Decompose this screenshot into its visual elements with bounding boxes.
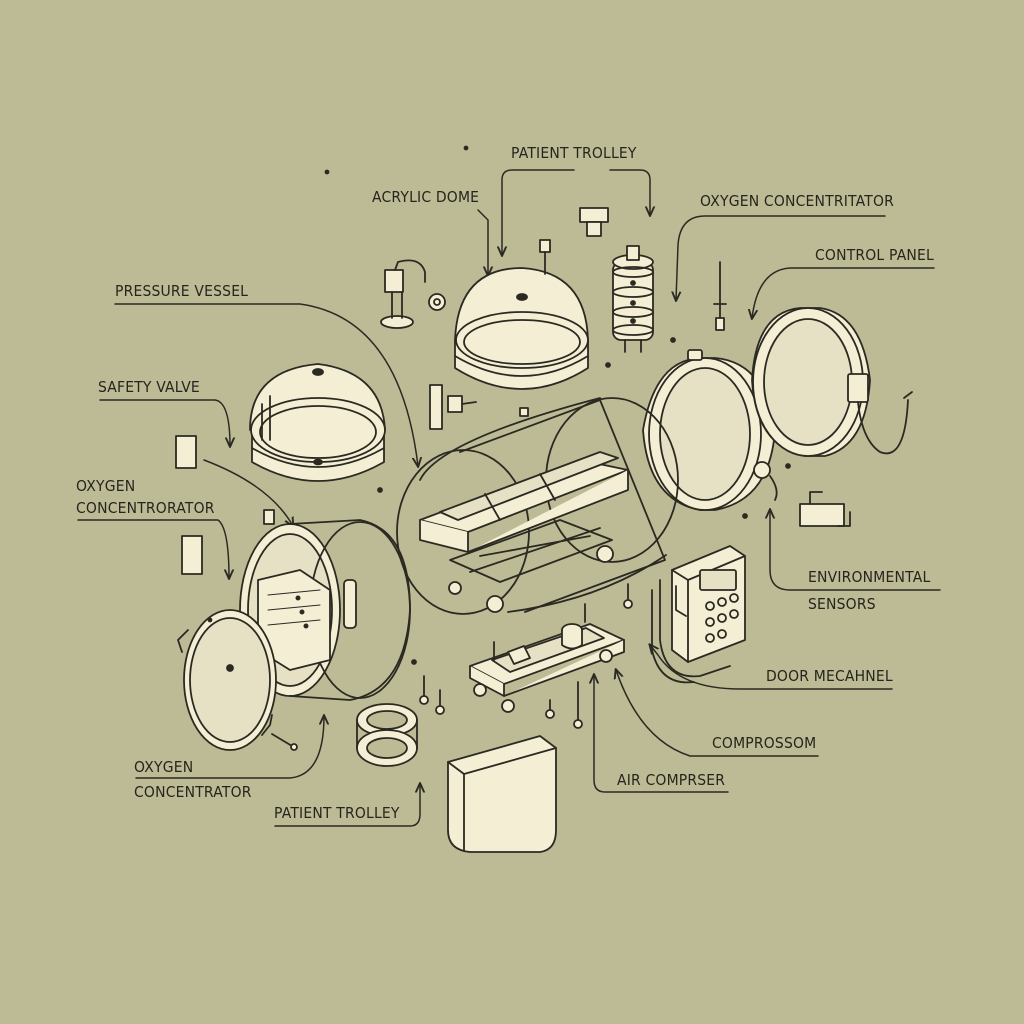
gasket-ring-part	[356, 703, 418, 767]
label-control-panel: CONTROL PANEL	[815, 246, 934, 264]
stretcher-part	[419, 451, 629, 613]
label-acrylic-dome: ACRYLIC DOME	[372, 188, 480, 206]
label-oxygen-concentrator-top: OXYGEN CONCENTRITATOR	[700, 192, 895, 210]
label-safety-valve: SAFETY VALVE	[98, 378, 200, 396]
control-box-part	[651, 545, 746, 684]
label-pressure-vessel: PRESSURE VESSEL	[115, 282, 249, 300]
tank-part	[447, 735, 557, 853]
label-patient-trolley-bottom: PATIENT TROLLEY	[274, 804, 400, 822]
control-panel-ring-part	[751, 307, 913, 457]
end-cap-part	[177, 609, 277, 751]
label-oxygen-concentrator-left-1: OXYGEN	[76, 477, 136, 495]
label-oxygen-concentrator-left-2: CONCENTRORATOR	[76, 499, 215, 517]
leader-lines	[77, 169, 941, 827]
label-environmental-sensors-1: ENVIRONMENTAL	[808, 568, 931, 586]
label-environmental-sensors-2: SENSORS	[808, 595, 876, 613]
acrylic-dome-part	[454, 267, 589, 390]
label-patient-trolley-top: PATIENT TROLLEY	[511, 144, 637, 162]
base-cart-part	[469, 603, 625, 713]
label-oxygen-concentrator-bottom-1: OXYGEN	[134, 758, 194, 776]
label-door-mechanism: DOOR MECAHNEL	[766, 667, 893, 685]
label-compressor: COMPROSSOM	[712, 734, 817, 752]
label-air-compressor: AIR COMPRSER	[617, 771, 726, 789]
bolts	[207, 145, 791, 751]
left-dome-part	[249, 363, 386, 482]
small-fittings	[175, 207, 851, 575]
oxygen-canister-part	[612, 245, 654, 353]
label-oxygen-concentrator-bottom-2: CONCENTRATOR	[134, 783, 252, 801]
